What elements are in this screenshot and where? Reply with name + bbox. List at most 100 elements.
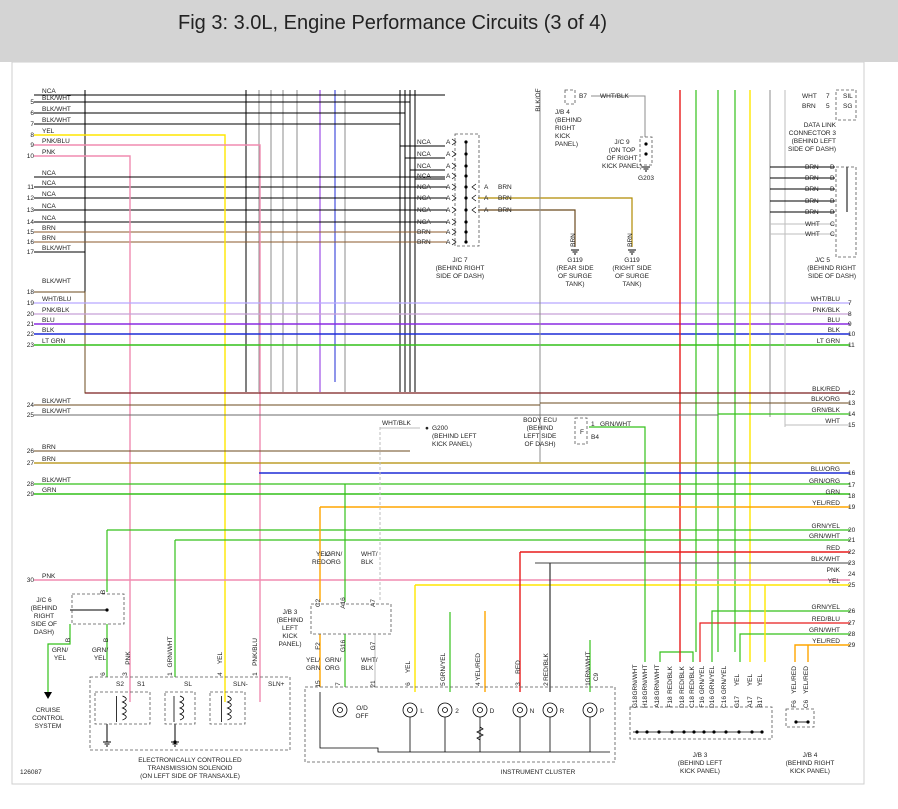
gear-lamp: [472, 702, 488, 718]
gear-lamp: [582, 702, 598, 718]
pin-chevron: [451, 194, 457, 202]
left-pin-number: 13: [27, 207, 35, 214]
left-pin-label: BLK/WHT: [42, 278, 71, 285]
jb3-right-dot: [657, 730, 661, 734]
jb3-left-caption: J/B 3: [283, 609, 298, 616]
g200-caption: KICK PANEL): [432, 441, 472, 448]
jc7-pin-label: A: [446, 163, 451, 170]
cruise-caption: CRUISE: [36, 707, 61, 714]
jb3-label: GRN: [306, 665, 321, 672]
figure-id: 126087: [20, 769, 42, 776]
cluster-pin: 1: [585, 682, 592, 686]
solenoid-coil: [121, 695, 127, 721]
jc5-caption: SIDE OF DASH): [808, 273, 856, 280]
cluster-pin: 4: [475, 682, 482, 686]
jb4-top-caption: PANEL): [555, 141, 578, 148]
body-ecu-pin-b4: B4: [591, 434, 599, 441]
pin-chevron: [451, 238, 457, 246]
jb3-right-dot: [702, 730, 706, 734]
cluster-pin: 21: [370, 680, 377, 688]
g119-right-caption: TANK): [622, 281, 641, 288]
right-pin-number: 28: [848, 631, 856, 638]
jb3-left-pin: A16: [340, 597, 347, 609]
jc5-caption: (BEHIND RIGHT: [807, 265, 856, 272]
jb3-label: WHT/: [361, 657, 378, 664]
gear-lamp: [407, 707, 413, 713]
jb3-left-caption: (BEHIND: [277, 617, 304, 624]
jc5-pin-label: B: [830, 186, 834, 193]
dlc-pin-label: 5: [826, 103, 830, 110]
wire: [659, 651, 694, 662]
gear-lamp: [547, 707, 553, 713]
arrow-to-cruise: [44, 692, 52, 699]
jb3-left-caption: LEFT: [282, 625, 298, 632]
left-pin-label: PNK/BLU: [42, 138, 70, 145]
right-pin-label: BLU/ORG: [811, 466, 840, 473]
right-pin-label: PNK: [827, 567, 841, 574]
left-pin-label: BLK/WHT: [42, 95, 71, 102]
jb3-right-dot: [737, 730, 741, 734]
cruise-caption: SYSTEM: [35, 723, 62, 730]
dlc-caption: CONNECTOR 3: [789, 130, 837, 137]
right-pin-label: GRN/YEL: [811, 604, 840, 611]
dlc-caption: SIDE OF DASH): [788, 146, 836, 153]
jb3-right-wire: YEL: [757, 673, 764, 686]
jc7-pin-label: A: [446, 139, 451, 146]
jb4-bottom-wire: YEL/RED: [803, 666, 810, 694]
jc5-pin-label: B: [830, 198, 834, 205]
cluster-pin: 7: [335, 682, 342, 686]
jb3-left-pin: G7: [370, 641, 377, 650]
solenoid-terminal: SL: [184, 681, 192, 688]
right-pin-number: 9: [848, 321, 852, 328]
right-pin-label: BLU: [827, 317, 840, 324]
jb3-right-dot: [712, 730, 716, 734]
jb3-right-pin: G17: [734, 695, 741, 708]
cluster-pin: 2: [543, 682, 550, 686]
solenoid-pin: 3: [122, 672, 129, 676]
jc6-connector: [71, 593, 125, 625]
jc7-wire-label: BRN: [417, 239, 431, 246]
jb3-right-wire: YEL: [734, 673, 741, 686]
left-pin-number: 18: [27, 289, 35, 296]
solenoid-terminal: SLN-: [233, 681, 248, 688]
pin-chevron: [451, 228, 457, 236]
pin-chevron: [451, 172, 457, 180]
jc5-pin-label: B: [830, 175, 834, 182]
resistor: [476, 726, 484, 741]
jc7-pin-label: A: [446, 229, 451, 236]
jc7-out-label: BRN: [498, 207, 512, 214]
jb3-right-wire: GRN/WHT: [632, 664, 639, 695]
jc5-wire-label: WHT: [805, 231, 820, 238]
solenoid-coil-box: [164, 691, 196, 725]
right-pin-label: WHT: [825, 418, 840, 425]
left-pin-label: NCA: [42, 191, 56, 198]
left-pin-label: YEL: [42, 128, 55, 135]
solenoid-pin: 1: [252, 672, 259, 676]
solenoid-pin: 1: [167, 672, 174, 676]
jc6-pin: B: [100, 590, 107, 594]
solenoid-wire-label: YEL: [217, 651, 224, 664]
jb4-top-caption: (BEHIND: [555, 117, 582, 124]
jb3-right-pin: A18: [654, 696, 661, 708]
jc7-splice: [464, 140, 468, 144]
cluster-wire-label: YEL: [405, 660, 412, 673]
left-pin-label: NCA: [42, 170, 56, 177]
jc7-wire-label: NCA: [417, 184, 431, 191]
jc9-caption: OF RIGHT: [606, 155, 637, 162]
jb4-top-connector: [564, 89, 576, 105]
jc7-wire-label: BRN: [417, 229, 431, 236]
left-pin-label: BLU: [42, 317, 55, 324]
right-pin-number: 19: [848, 504, 856, 511]
jb3-right-dot: [682, 730, 686, 734]
jb3-label: YEL/: [306, 657, 320, 664]
right-pin-label: GRN/WHT: [809, 627, 840, 634]
right-pin-number: 15: [848, 422, 856, 429]
data-link-connector: [835, 89, 857, 121]
left-pin-number: 7: [30, 121, 34, 128]
jc7-splice: [464, 230, 468, 234]
jb3-right-wire: GRN/WHT: [642, 664, 649, 695]
jc5-pin-label: B: [830, 209, 834, 216]
jb4-bottom-wire: YEL/RED: [791, 666, 798, 694]
solenoid-wire-label: GRN/WHT: [167, 636, 174, 667]
jc7-out-label: BRN: [498, 195, 512, 202]
